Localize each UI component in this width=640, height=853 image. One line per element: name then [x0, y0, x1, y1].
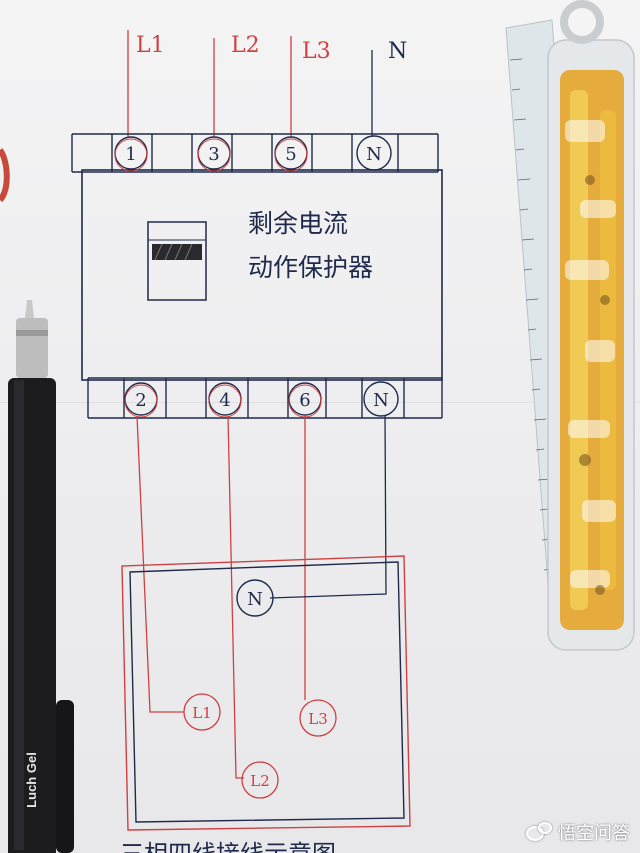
device-title-line2: 动作保护器 [248, 253, 373, 282]
terminal-2: 2 [124, 382, 158, 418]
bottom-terminal-strip [87, 377, 443, 419]
terminal-6: 6 [288, 382, 322, 418]
terminal-5: 5 [274, 136, 308, 172]
load-box [121, 555, 411, 831]
keychain-toy [547, 0, 635, 651]
load-terminal-l2: L2 [241, 761, 279, 799]
svg-text:4: 4 [219, 390, 230, 411]
label-n-in: N [388, 39, 407, 64]
input-wires [127, 30, 373, 137]
input-wire-labels: L1 L2 L3 N [136, 33, 407, 64]
svg-text:N: N [366, 144, 382, 165]
top-terminal-strip [71, 133, 439, 173]
pen: Luch Gel [8, 300, 74, 853]
wire-n-out [269, 415, 387, 599]
svg-text:1: 1 [125, 144, 136, 165]
terminal-n-bottom: N [363, 381, 399, 417]
watermark: 悟空问答 [526, 819, 630, 845]
svg-text:L2: L2 [250, 772, 270, 790]
load-terminal-n: N [236, 579, 274, 617]
caption: 三相四线接线示意图 [120, 840, 336, 853]
svg-text:N: N [247, 589, 263, 610]
speech-bubble-icon [526, 822, 552, 842]
svg-text:L1: L1 [192, 704, 212, 722]
bottom-terminals: 2 4 6 N [124, 381, 399, 418]
rcd-body [81, 169, 443, 381]
svg-text:5: 5 [285, 144, 296, 165]
svg-text:L3: L3 [308, 710, 328, 728]
rcd-device: 剩余电流 动作保护器 1 3 5 N [71, 133, 443, 419]
output-wires [136, 415, 387, 779]
terminal-4: 4 [208, 382, 242, 418]
label-l1-in: L1 [136, 33, 165, 58]
load-terminals: N L1 L2 L3 [183, 579, 337, 799]
svg-text:6: 6 [299, 390, 310, 411]
device-title-line1: 剩余电流 [248, 209, 348, 238]
terminal-3: 3 [197, 136, 231, 172]
watermark-text: 悟空问答 [558, 823, 630, 844]
svg-text:3: 3 [208, 144, 219, 165]
test-switch [147, 221, 207, 301]
wire-l1-out [136, 415, 184, 713]
wire-l2-out [227, 415, 244, 779]
edge-scribble [0, 148, 10, 203]
svg-text:N: N [373, 390, 389, 411]
terminal-n-top: N [356, 135, 392, 171]
terminal-1: 1 [114, 136, 148, 172]
top-terminals: 1 3 5 N [114, 135, 392, 172]
load-terminal-l1: L1 [183, 693, 221, 731]
load-terminal-l3: L3 [299, 699, 337, 737]
svg-text:2: 2 [135, 390, 146, 411]
label-l3-in: L3 [302, 39, 331, 64]
device-title: 剩余电流 动作保护器 [248, 209, 373, 282]
label-l2-in: L2 [231, 33, 260, 58]
svg-text:Luch Gel: Luch Gel [24, 752, 39, 808]
